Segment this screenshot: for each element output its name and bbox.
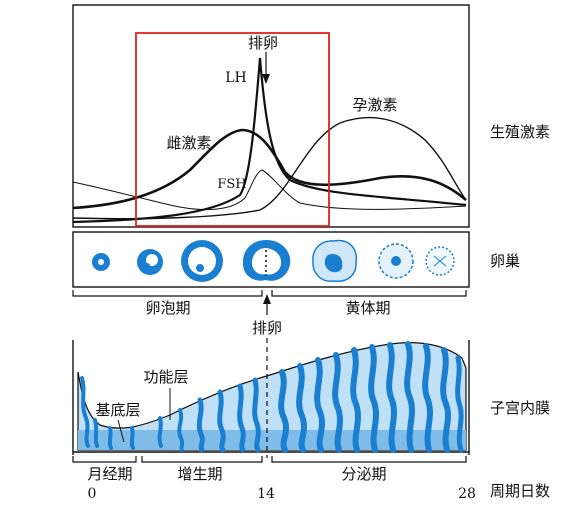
hormone-panel-frame <box>72 4 470 228</box>
ovulating-follicle <box>242 240 291 281</box>
ovulation-arrowhead-top <box>262 74 270 84</box>
ovary-title: 卵巢 <box>490 252 520 270</box>
lh-curve <box>72 57 467 224</box>
ovulation-label-top: 排卵 <box>248 34 278 52</box>
follicle-stage-3 <box>181 240 223 282</box>
ovulation-label-mid: 排卵 <box>252 319 282 337</box>
endometrial-glands <box>80 341 464 453</box>
basal-layer-band <box>78 430 466 450</box>
timeline-title: 周期日数 <box>490 482 550 500</box>
follicle-stage-2 <box>137 249 163 275</box>
corpus-albicans <box>425 246 455 276</box>
endometrium-title: 子宫内膜 <box>490 399 550 417</box>
proliferative-phase-label: 增生期 <box>177 465 222 483</box>
hormone-title: 生殖激素 <box>490 123 550 141</box>
luteal-bracket <box>271 290 467 297</box>
proliferative-bracket <box>141 456 263 463</box>
follicle-stage-1 <box>92 253 110 271</box>
follicular-bracket <box>72 290 263 297</box>
fsh-curve <box>72 169 467 211</box>
ovulation-arrowhead-mid <box>263 294 271 304</box>
secretory-phase-label: 分泌期 <box>341 465 386 483</box>
day-end: 28 <box>458 486 476 502</box>
menstrual-bracket <box>72 456 137 463</box>
follicular-phase-label: 卵泡期 <box>145 299 190 317</box>
menstrual-phase-label: 月经期 <box>87 465 132 483</box>
corpus-luteum-2 <box>378 243 414 279</box>
progesterone-curve <box>72 116 467 220</box>
estrogen-curve <box>72 128 467 210</box>
estrogen-label: 雌激素 <box>166 134 211 152</box>
highlight-box <box>135 32 330 227</box>
lh-label: LH <box>225 70 247 86</box>
fsh-label: FSH <box>217 177 246 192</box>
progesterone-label: 孕激素 <box>352 96 397 114</box>
day-start: 0 <box>88 486 97 502</box>
ovary-panel-frame <box>72 231 470 288</box>
corpus-luteum-1 <box>312 239 358 283</box>
functional-layer-label: 功能层 <box>143 368 188 386</box>
day-mid: 14 <box>257 486 275 502</box>
basal-layer-leader <box>117 419 125 443</box>
secretory-bracket <box>271 456 467 463</box>
luteal-phase-label: 黄体期 <box>345 299 390 317</box>
basal-layer-label: 基底层 <box>95 401 140 419</box>
